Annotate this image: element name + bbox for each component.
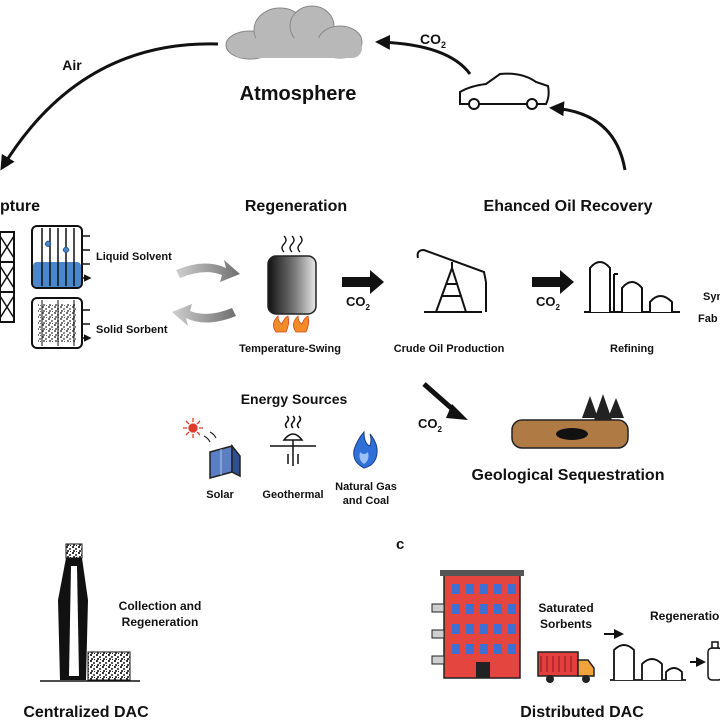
trees-icon (582, 394, 624, 420)
steam-icon (281, 235, 303, 253)
eor-title: Ehanced Oil Recovery (484, 198, 653, 215)
atmosphere-label: Atmosphere (240, 83, 357, 105)
air-arrow (0, 42, 219, 171)
co2-to-atmosphere-arrow (375, 34, 472, 75)
co2-arrow-2 (532, 270, 574, 294)
refinery-icon (584, 261, 680, 313)
truck-icon (537, 651, 595, 683)
fan-grid-icon (0, 231, 15, 323)
geothermal-icon (270, 415, 316, 466)
saturated-sorbents-label-1: Saturated (538, 601, 593, 615)
natural-gas-label-2: and Coal (343, 495, 389, 507)
capture-title: pture (0, 198, 40, 215)
regeneration-title: Regeneration (245, 198, 347, 215)
gas-cylinder-icon (707, 641, 720, 681)
geothermal-label: Geothermal (262, 489, 323, 501)
pumpjack-icon (416, 248, 487, 313)
centralized-collector-icon (87, 651, 131, 681)
co2-top-label: CO2 (420, 31, 446, 50)
energy-sources-title: Energy Sources (241, 391, 348, 407)
sequestration-ground-icon (511, 419, 629, 449)
solar-label: Solar (206, 489, 234, 501)
transfer-arrows-icon (172, 260, 240, 326)
distributed-refinery-icon (610, 644, 686, 681)
car-icon (459, 72, 550, 110)
wall-units-icon (431, 603, 445, 665)
co2-label-2: CO2 (536, 294, 561, 312)
distributed-dac-title: Distributed DAC (520, 704, 644, 720)
synthetic-cut-label: Syn (703, 291, 720, 303)
liquid-solvent-contactor-icon (31, 225, 90, 289)
fabric-cut-label: Fab (698, 313, 718, 325)
flame-icon (273, 315, 310, 333)
centralized-tower-icon (58, 543, 88, 680)
collection-label-1: Collection and (119, 599, 202, 613)
co2-sequestration-arrowhead (446, 404, 468, 420)
solid-sorbent-label: Solid Sorbent (96, 324, 168, 336)
cloud-icon (225, 5, 363, 60)
refining-label: Refining (610, 343, 654, 355)
solid-sorbent-contactor-icon (31, 297, 90, 349)
solar-panel-icon (209, 443, 241, 479)
co2-arrow-1 (342, 270, 384, 294)
co2-label-1: CO2 (346, 294, 371, 312)
sun-rays-icon (203, 431, 217, 443)
centralized-dac-title: Centralized DAC (23, 704, 149, 720)
collection-label-2: Regeneration (122, 615, 199, 629)
natural-gas-flame-icon (353, 430, 378, 469)
natural-gas-label-1: Natural Gas (335, 481, 397, 493)
building-icon (440, 570, 524, 679)
sun-icon (183, 418, 203, 438)
co2-label-3: CO2 (418, 416, 443, 434)
air-label: Air (62, 57, 82, 73)
eor-to-car-arrow (549, 101, 627, 171)
crude-oil-production-label: Crude Oil Production (394, 343, 505, 355)
temperature-swing-label: Temperature-Swing (239, 343, 341, 355)
geological-sequestration-title: Geological Sequestration (472, 467, 665, 484)
regeneration-cut-label: Regeneratio (650, 609, 719, 623)
liquid-solvent-label: Liquid Solvent (96, 251, 172, 263)
regeneration-cylinder-icon (267, 255, 317, 315)
panel-c-label: c (396, 536, 404, 553)
saturated-sorbents-label-2: Sorbents (540, 617, 592, 631)
